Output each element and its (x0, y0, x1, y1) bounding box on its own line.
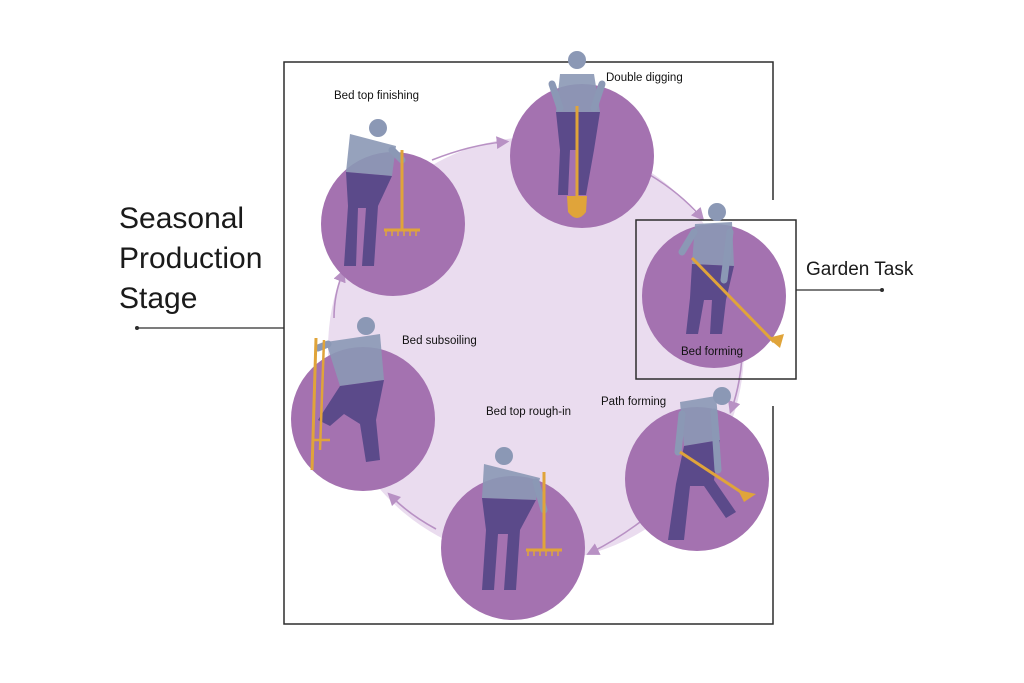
gardener-figure-icon (344, 119, 406, 266)
stage-connector-dot (135, 326, 139, 330)
hoe-icon (679, 450, 756, 502)
rake-icon (526, 472, 562, 556)
stage-frame (283, 61, 774, 625)
spade-icon (567, 106, 587, 218)
rake-icon (384, 150, 420, 236)
seasonal-production-stage-label: Seasonal Production Stage (119, 199, 262, 319)
task-label-bed-top-rough-in: Bed top rough-in (486, 406, 572, 418)
gardener-figure-icon (668, 387, 736, 540)
broadfork-icon (310, 337, 330, 471)
task-label-bed-forming: Bed forming (681, 346, 744, 358)
gardener-figure-icon (314, 317, 384, 462)
task-label-double-digging: Double digging (606, 72, 683, 84)
task-circle-bed-top-finishing (321, 152, 465, 296)
task-connector-dot (880, 288, 884, 292)
gardener-figure-icon (482, 447, 548, 590)
task-label-bed-top-finishing: Bed top finishing (334, 90, 420, 102)
gardener-figure-icon (678, 203, 734, 334)
stage-label-line-1: Seasonal (119, 202, 245, 235)
stage-label-line-2: Production (119, 242, 263, 275)
task-label-path-forming: Path forming (601, 396, 667, 408)
stage-label-line-3: Stage (119, 282, 198, 315)
garden-task-label: Garden Task (806, 259, 914, 280)
task-label-bed-subsoiling: Bed subsoiling (402, 335, 477, 347)
cycle-arrow-icon (333, 136, 743, 555)
hoe-icon (690, 256, 784, 348)
